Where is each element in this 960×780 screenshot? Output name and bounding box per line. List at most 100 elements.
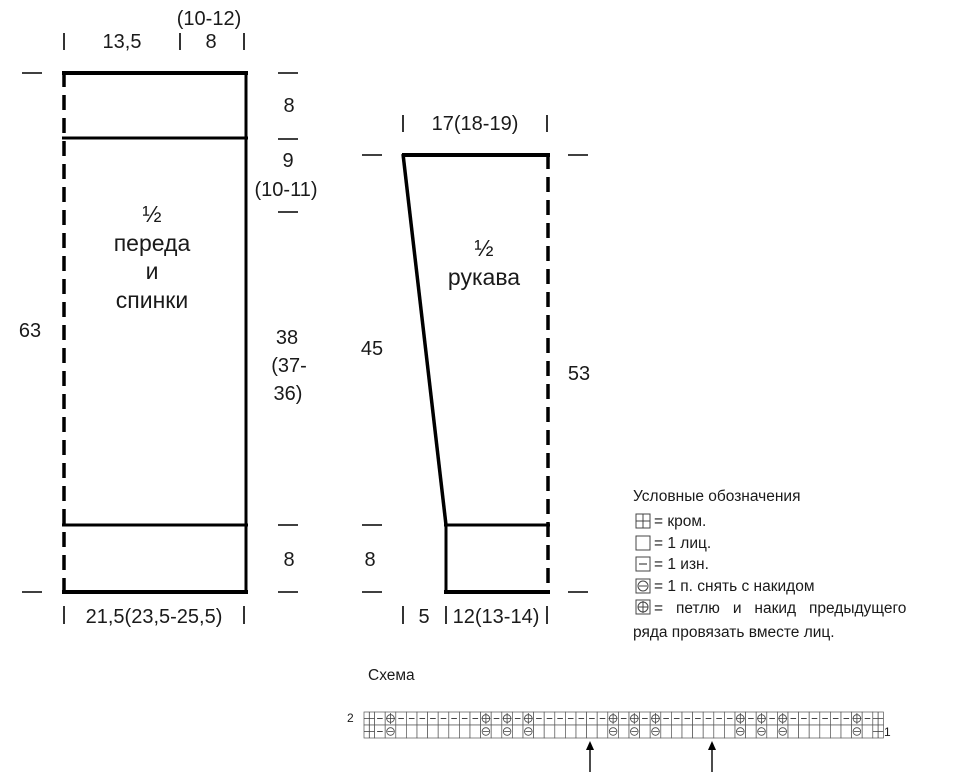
chart-cell [660, 724, 672, 739]
chart-cell [745, 711, 757, 726]
chart-cell [469, 711, 481, 726]
legend-item-5: = петлю и накид предыдущего [654, 600, 906, 617]
legend: Условные обозначения = кром. = 1 лиц. = … [633, 488, 906, 641]
chart-cell [628, 724, 640, 739]
top-width-2: 8 [205, 31, 216, 53]
chart-cell [596, 711, 609, 726]
chart-cell [681, 711, 693, 726]
chart-cell [734, 724, 746, 739]
chart-cell [607, 711, 619, 726]
segment-armhole-1: 9 [282, 150, 293, 172]
chart-cell [830, 724, 842, 739]
body-piece: 13,5 (10-12) 8 63 8 9 (10-11) 38 (37- 36… [19, 8, 318, 628]
body-title-line1: переда [114, 230, 191, 256]
segment-bottom: 8 [283, 549, 294, 571]
top-width-1: 13,5 [103, 31, 142, 53]
chart-cell [554, 724, 566, 739]
chart-cell [618, 711, 630, 726]
chart-cell [777, 724, 789, 739]
chart-cell [840, 724, 852, 739]
row-label-bottom: 1 [884, 725, 891, 739]
chart-cell [416, 724, 428, 739]
chart-cell [840, 711, 852, 726]
chart-cell [681, 724, 693, 739]
chart-cell [448, 711, 460, 726]
repeat-end-arrow-icon [708, 741, 716, 772]
chart-cell [861, 724, 874, 739]
chart-cell [745, 724, 757, 739]
chart-cell [575, 724, 587, 739]
chart-cell [861, 711, 874, 726]
segment-top: 8 [283, 95, 294, 117]
chart-cell [702, 724, 715, 739]
chart-cell [459, 711, 471, 726]
chart-cell [437, 711, 450, 726]
edge-stitch-icon [635, 513, 651, 529]
chart-cell [554, 711, 566, 726]
chart-cell [469, 724, 481, 739]
chart-cell [639, 724, 651, 739]
chart-cell [575, 711, 587, 726]
chart-cell [755, 711, 768, 726]
chart-cell [819, 724, 831, 739]
chart-cell [395, 724, 407, 739]
chart-cell [660, 711, 672, 726]
repeat-start-arrow-icon [586, 741, 594, 772]
chart-cell [406, 711, 418, 726]
sleeve-height-right: 53 [568, 363, 590, 385]
stitch-chart: Схема 2 1 [347, 667, 891, 772]
chart-cell [480, 724, 492, 739]
chart-cell [639, 711, 651, 726]
chart-cell [692, 711, 704, 726]
chart-cell [480, 711, 492, 726]
chart-grid [363, 711, 884, 739]
chart-cell [713, 724, 725, 739]
height-total: 63 [19, 320, 41, 342]
chart-cell [448, 724, 460, 739]
chart-cell [724, 724, 736, 739]
legend-item-3: = 1 изн. [654, 556, 709, 573]
chart-cell [363, 724, 375, 739]
chart-cell [543, 724, 556, 739]
row-label-top: 2 [347, 711, 354, 725]
purl-stitch-icon [635, 556, 651, 572]
chart-cell [649, 711, 662, 726]
chart-cell [787, 711, 799, 726]
body-title-line3: спинки [116, 287, 188, 313]
chart-cell [808, 711, 821, 726]
body-title-fraction: ½ [142, 201, 161, 227]
chart-cell [777, 711, 789, 726]
chart-cell [533, 711, 545, 726]
chart-cell [512, 711, 524, 726]
chart-cell [671, 724, 683, 739]
chart-cell [734, 711, 746, 726]
chart-cell [628, 711, 640, 726]
knit-together-icon [635, 599, 651, 615]
chart-cell [427, 724, 439, 739]
chart-cell [607, 724, 619, 739]
segment-armhole-2: (10-11) [255, 179, 318, 201]
chart-cell [766, 724, 778, 739]
chart-cell [692, 724, 704, 739]
chart-cell [522, 711, 534, 726]
slip-yo-icon [635, 578, 651, 594]
chart-cell [363, 711, 375, 726]
chart-title: Схема [368, 667, 415, 684]
chart-cell [533, 724, 545, 739]
sleeve-piece: 17(18-19) 45 53 8 5 12(13-14) ½ рукава [361, 113, 590, 628]
chart-cell [565, 724, 577, 739]
chart-cell [724, 711, 736, 726]
chart-cell [830, 711, 842, 726]
sleeve-bottom-width-1: 5 [418, 606, 429, 628]
body-title-line2: и [146, 258, 159, 284]
sleeve-title-line1: рукава [448, 264, 520, 290]
chart-cell [490, 724, 503, 739]
knit-stitch-icon [635, 535, 651, 551]
chart-cell [512, 724, 524, 739]
chart-cell [596, 724, 609, 739]
bottom-width: 21,5(23,5-25,5) [86, 606, 223, 628]
chart-cell [702, 711, 715, 726]
chart-cell [586, 711, 598, 726]
chart-cell [819, 711, 831, 726]
